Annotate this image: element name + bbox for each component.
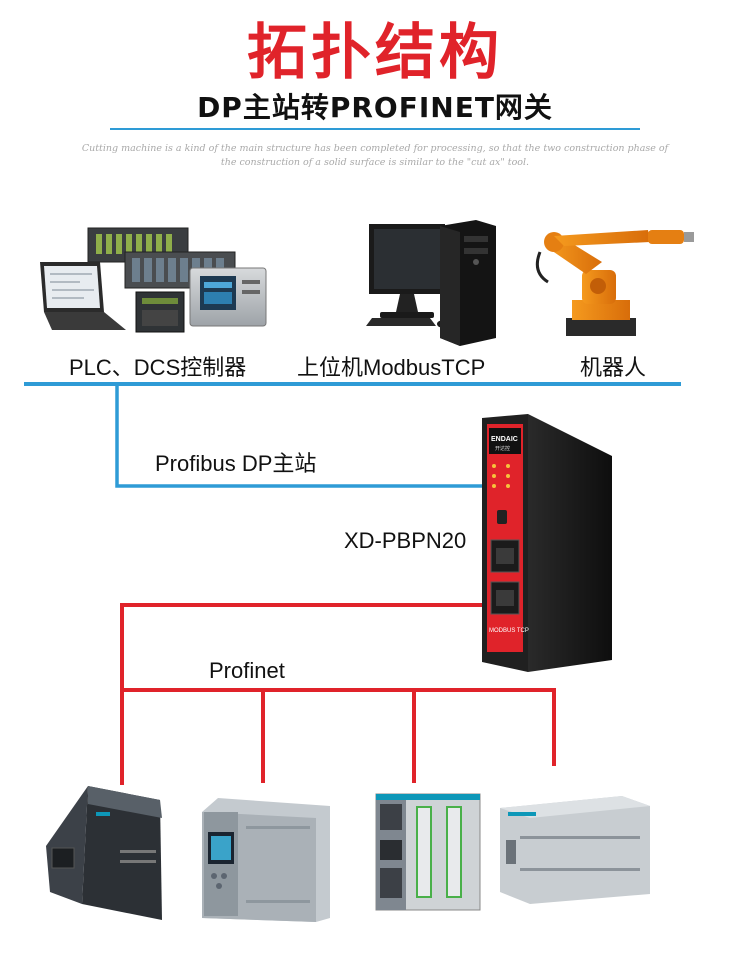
upper-computer-label: 上位机ModbusTCP: [297, 355, 486, 380]
gateway-brand: ENDAIC: [491, 436, 518, 443]
upper-computer-image: [366, 220, 496, 346]
profinet-device-4-image: [500, 796, 650, 904]
page-title: 拓扑结构: [247, 18, 503, 88]
plc-dcs-controllers-image: [40, 227, 267, 333]
profinet-link-label: Profinet: [209, 658, 285, 683]
profinet-link: [120, 603, 556, 785]
title-divider: [110, 128, 640, 130]
robot-label: 机器人: [580, 355, 647, 380]
profinet-device-3-image: [375, 793, 481, 911]
plc-dcs-label: PLC、DCS控制器: [69, 355, 247, 380]
profibus-link: [115, 384, 482, 488]
industrial-robot-image: [535, 230, 694, 336]
page-subtitle: DP主站转PROFINET网关: [197, 91, 553, 124]
gateway-port-label: MODBUS TCP: [489, 628, 529, 634]
tagline-text: Cutting machine is a kind of the main st…: [81, 143, 669, 168]
gateway-model-label: XD-PBPN20: [344, 528, 467, 553]
profibus-link-label: Profibus DP主站: [155, 451, 317, 476]
profinet-device-2-image: [202, 798, 330, 922]
profinet-device-1-image: [46, 786, 162, 920]
gateway-brand-sub: 开达控: [495, 445, 510, 452]
gateway-device-image: [482, 414, 612, 672]
